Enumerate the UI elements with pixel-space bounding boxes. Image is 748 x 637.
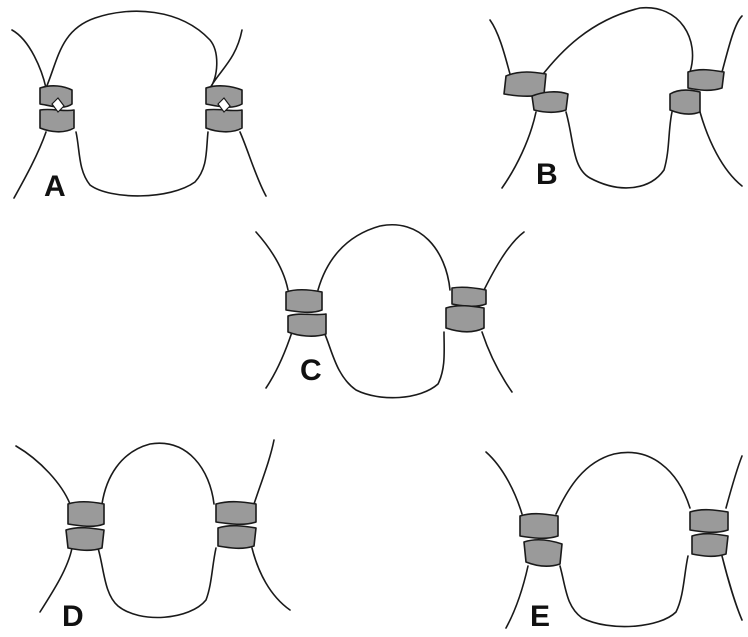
panel-a: A: [12, 11, 266, 203]
panel-d: D: [16, 440, 290, 633]
panel-e-right-junction: [690, 510, 728, 557]
panel-label-c: C: [300, 354, 322, 387]
panel-e-left-junction: [520, 514, 562, 566]
panel-b: B: [490, 8, 742, 191]
panel-b-right-junction: [670, 70, 724, 114]
panel-e-upper-outline: [486, 452, 742, 514]
panel-a-upper-outline: [12, 11, 242, 88]
panel-b-upper-outline: [490, 8, 742, 78]
panel-c-left-junction: [286, 290, 326, 336]
panel-d-left-junction: [66, 502, 104, 551]
panel-c: C: [256, 225, 524, 398]
panel-e: E: [486, 452, 742, 633]
panel-label-a: A: [44, 170, 66, 203]
panel-a-right-junction: [206, 86, 242, 132]
panel-label-d: D: [62, 600, 84, 633]
panel-d-right-junction: [216, 502, 256, 549]
panel-label-e: E: [530, 600, 550, 633]
panel-label-b: B: [536, 158, 558, 191]
panel-c-upper-outline: [256, 225, 524, 290]
panel-b-left-junction: [504, 72, 568, 112]
panel-d-upper-outline: [16, 440, 274, 504]
panel-c-right-junction: [446, 287, 486, 332]
panel-a-left-junction: [40, 86, 74, 132]
